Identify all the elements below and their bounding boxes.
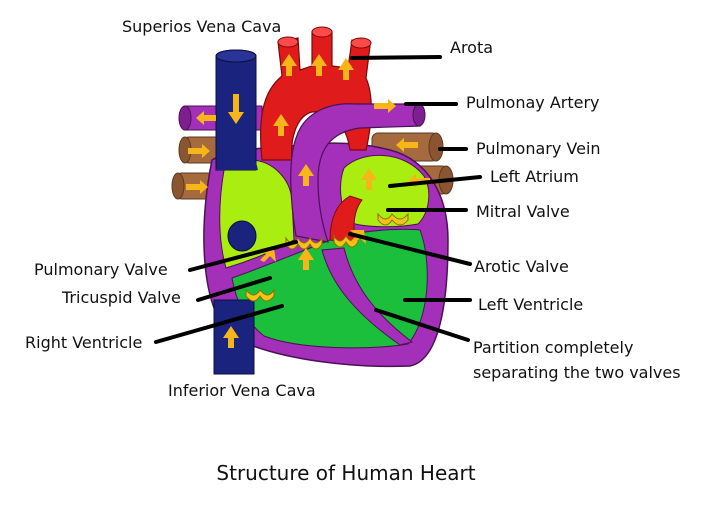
label-right-ventricle: Right Ventricle: [25, 333, 142, 352]
septum-partition: [321, 247, 414, 346]
valves: [245, 212, 409, 302]
leader-lines: [154, 55, 482, 344]
diagram-caption: Structure of Human Heart: [216, 461, 475, 485]
label-mitral-valve: Mitral Valve: [476, 202, 570, 221]
label-partition-line2: separating the two valves: [473, 363, 681, 382]
label-pulmonary-valve: Pulmonary Valve: [34, 260, 168, 279]
label-partition-line1: Partition completely: [473, 338, 633, 357]
label-tricuspid-valve: Tricuspid Valve: [61, 288, 181, 307]
label-aorta: Arota: [450, 38, 493, 57]
label-aortic-valve: Arotic Valve: [474, 257, 569, 276]
label-superior-vena-cava: Superios Vena Cava: [122, 17, 281, 36]
label-pulmonary-vein: Pulmonary Vein: [476, 139, 601, 158]
label-pulmonary-artery: Pulmonay Artery: [466, 93, 600, 112]
label-inferior-vena-cava: Inferior Vena Cava: [168, 381, 316, 400]
vena-cava-opening: [227, 220, 257, 252]
inferior-vena-cava: [213, 299, 255, 375]
flow-arrows: [186, 54, 430, 348]
label-left-ventricle: Left Ventricle: [478, 295, 583, 314]
label-left-atrium: Left Atrium: [490, 167, 579, 186]
